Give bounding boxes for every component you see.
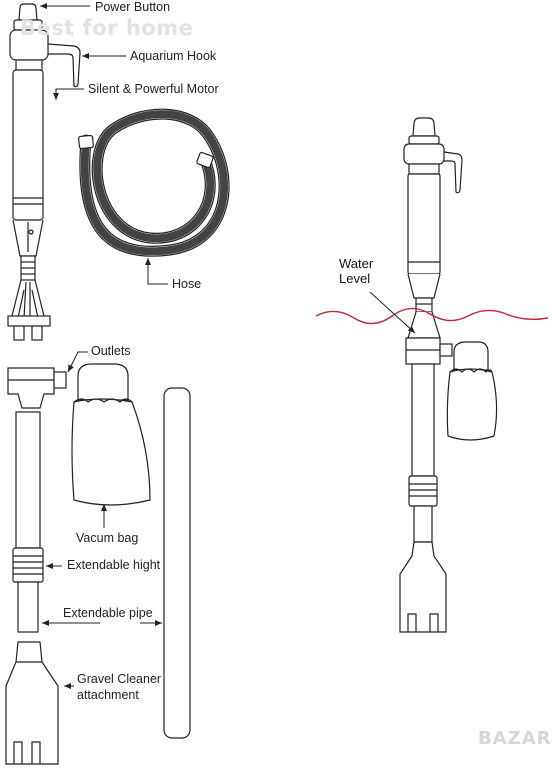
- label-gravel-cleaner-line2: attachment: [77, 688, 139, 702]
- label-vacuum-bag: Vacum bag: [76, 531, 139, 545]
- label-extendable-pipe: Extendable pipe: [63, 606, 153, 620]
- label-motor: Silent & Powerful Motor: [88, 82, 219, 96]
- arrow-hose: [145, 258, 168, 285]
- assembled-unit-drawing: [399, 117, 498, 633]
- water-level-line: [315, 307, 549, 325]
- callout-arrows: [40, 3, 416, 689]
- outlet-assembly-drawing: [5, 367, 67, 765]
- label-aquarium-hook: Aquarium Hook: [130, 49, 217, 63]
- label-water-level-line2: Level: [339, 271, 371, 286]
- label-gravel-cleaner-line1: Gravel Cleaner: [77, 672, 162, 686]
- label-power-button: Power Button: [95, 0, 171, 14]
- arrow-motor: [53, 88, 84, 100]
- hose-drawing: [78, 108, 230, 257]
- label-hose: Hose: [172, 277, 202, 291]
- long-pipe-drawing: [163, 387, 191, 739]
- arrow-water-level: [369, 291, 416, 334]
- label-extendable-height: Extendable hight: [67, 558, 161, 572]
- watermark-top: Best for home: [20, 16, 194, 40]
- motor-unit-drawing: [7, 3, 81, 341]
- label-outlets: Outlets: [91, 344, 131, 358]
- watermark-corner: BAZAR: [478, 728, 552, 749]
- label-water-level-line1: Water: [339, 256, 374, 271]
- arrow-outlets: [67, 351, 88, 373]
- vacuum-bag-drawing: [71, 363, 151, 506]
